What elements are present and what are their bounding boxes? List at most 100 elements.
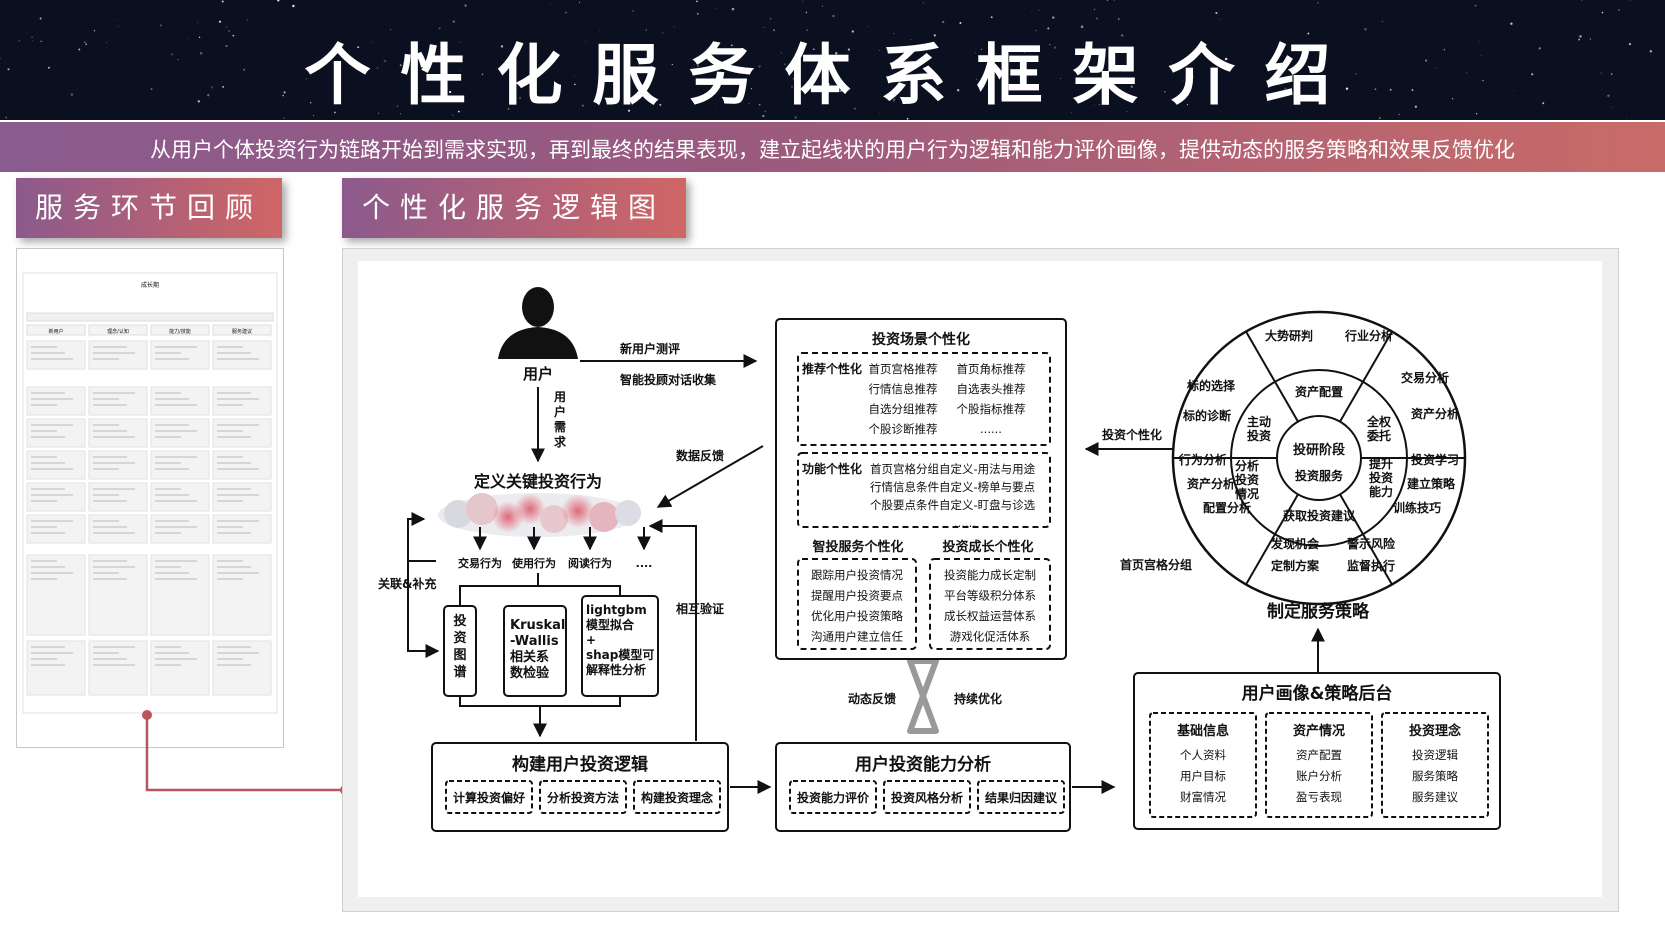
star [207, 94, 210, 97]
star [794, 116, 797, 119]
ability-title: 用户投资能力分析 [855, 754, 991, 775]
star [507, 108, 510, 110]
star [117, 19, 118, 20]
portrait-group-item: 财富情况 [1180, 790, 1226, 804]
recommend-item: 首页角标推荐 [957, 362, 1026, 376]
star [867, 26, 869, 28]
star [1053, 46, 1057, 49]
star [1085, 45, 1088, 49]
star [1101, 58, 1104, 62]
star [1172, 1, 1174, 3]
list-item: 成长权益运营体系 [944, 609, 1036, 623]
star [1538, 47, 1541, 50]
star [1031, 11, 1032, 13]
star [282, 94, 284, 97]
list-item: 投资能力成长定制 [944, 568, 1036, 582]
star [1224, 57, 1228, 61]
star [1121, 34, 1124, 37]
ability-items: 投资能力评价投资风格分析结果归因建议 [789, 780, 1065, 814]
item-label: 投资风格分析 [891, 790, 963, 805]
star [806, 29, 808, 31]
tab-service-review[interactable]: 服务环节回顾 [16, 178, 282, 238]
star [980, 48, 982, 50]
star [47, 66, 50, 69]
star [0, 57, 1, 60]
star [773, 29, 776, 32]
service-review-thumbnail[interactable]: 成长期 新用户理念/认知能力/技能服务建议 [16, 248, 284, 748]
star [1219, 18, 1221, 20]
star [1182, 80, 1184, 82]
star [1173, 98, 1176, 101]
star [1023, 51, 1026, 53]
star [84, 41, 86, 43]
tab-personalized-logic[interactable]: 个性化服务逻辑图 [342, 178, 686, 238]
thumb-cell [26, 514, 86, 544]
star [1374, 88, 1377, 90]
wheel-spoke [1245, 331, 1299, 423]
star [574, 75, 575, 76]
star [802, 0, 804, 2]
portrait-group-box [1265, 712, 1373, 818]
star [693, 64, 695, 66]
star [851, 30, 854, 33]
star [673, 26, 675, 28]
star [22, 29, 23, 30]
thumb-column-label: 服务建议 [232, 328, 252, 335]
star [1510, 22, 1513, 25]
star [696, 12, 699, 15]
star [357, 46, 360, 49]
star [452, 114, 454, 116]
thumb-cell [88, 640, 148, 696]
user-need-label: 用户需求 [553, 390, 567, 449]
portrait-group-item: 账户分析 [1296, 769, 1342, 783]
star [1578, 38, 1581, 41]
item-box [977, 780, 1065, 814]
thumb-cell [212, 554, 272, 636]
star [313, 115, 315, 117]
wheel-inner-label: 资产配置 [1295, 384, 1343, 399]
star [545, 60, 547, 62]
star [403, 61, 405, 64]
smart-dialog-label: 智能投顾对话收集 [619, 372, 717, 387]
star [975, 78, 978, 81]
star [7, 68, 10, 71]
function-item: 首页宫格分组自定义-用法与用途 [870, 462, 1036, 476]
star [748, 103, 750, 105]
recommend-section [797, 352, 1051, 446]
star [196, 22, 198, 24]
star [731, 7, 735, 11]
build-logic-box [431, 742, 729, 832]
star [1060, 78, 1062, 80]
portrait-group-item: 资产配置 [1296, 748, 1342, 762]
star [805, 11, 808, 14]
thumb-cell [212, 482, 272, 512]
star [500, 45, 504, 48]
star [921, 60, 924, 63]
data-feedback-label: 数据反馈 [676, 448, 724, 463]
item-box [789, 780, 877, 814]
thumb-cell [88, 514, 148, 544]
page-title: 个性化服务体系框架介绍 [304, 36, 1361, 114]
portrait-group-item: 投资逻辑 [1412, 748, 1458, 762]
star [737, 60, 739, 62]
star [197, 100, 200, 103]
star [225, 26, 228, 28]
growth-box [929, 558, 1051, 650]
star [879, 112, 880, 114]
star [334, 111, 336, 114]
star [1607, 94, 1610, 98]
star [170, 53, 173, 56]
starfield-background [0, 0, 1653, 120]
star [730, 99, 732, 102]
star [1611, 106, 1613, 108]
star [199, 52, 203, 55]
star [519, 97, 521, 99]
portrait-group-item: 盈亏表现 [1296, 790, 1342, 804]
review-thumbnail-graphic: 成长期 新用户理念/认知能力/技能服务建议 [22, 272, 278, 714]
star [835, 52, 838, 55]
star [246, 19, 248, 21]
strategy-label: 制定服务策略 [1267, 601, 1370, 622]
thumb-cell [88, 418, 148, 448]
star [1117, 18, 1120, 20]
star [794, 97, 797, 100]
